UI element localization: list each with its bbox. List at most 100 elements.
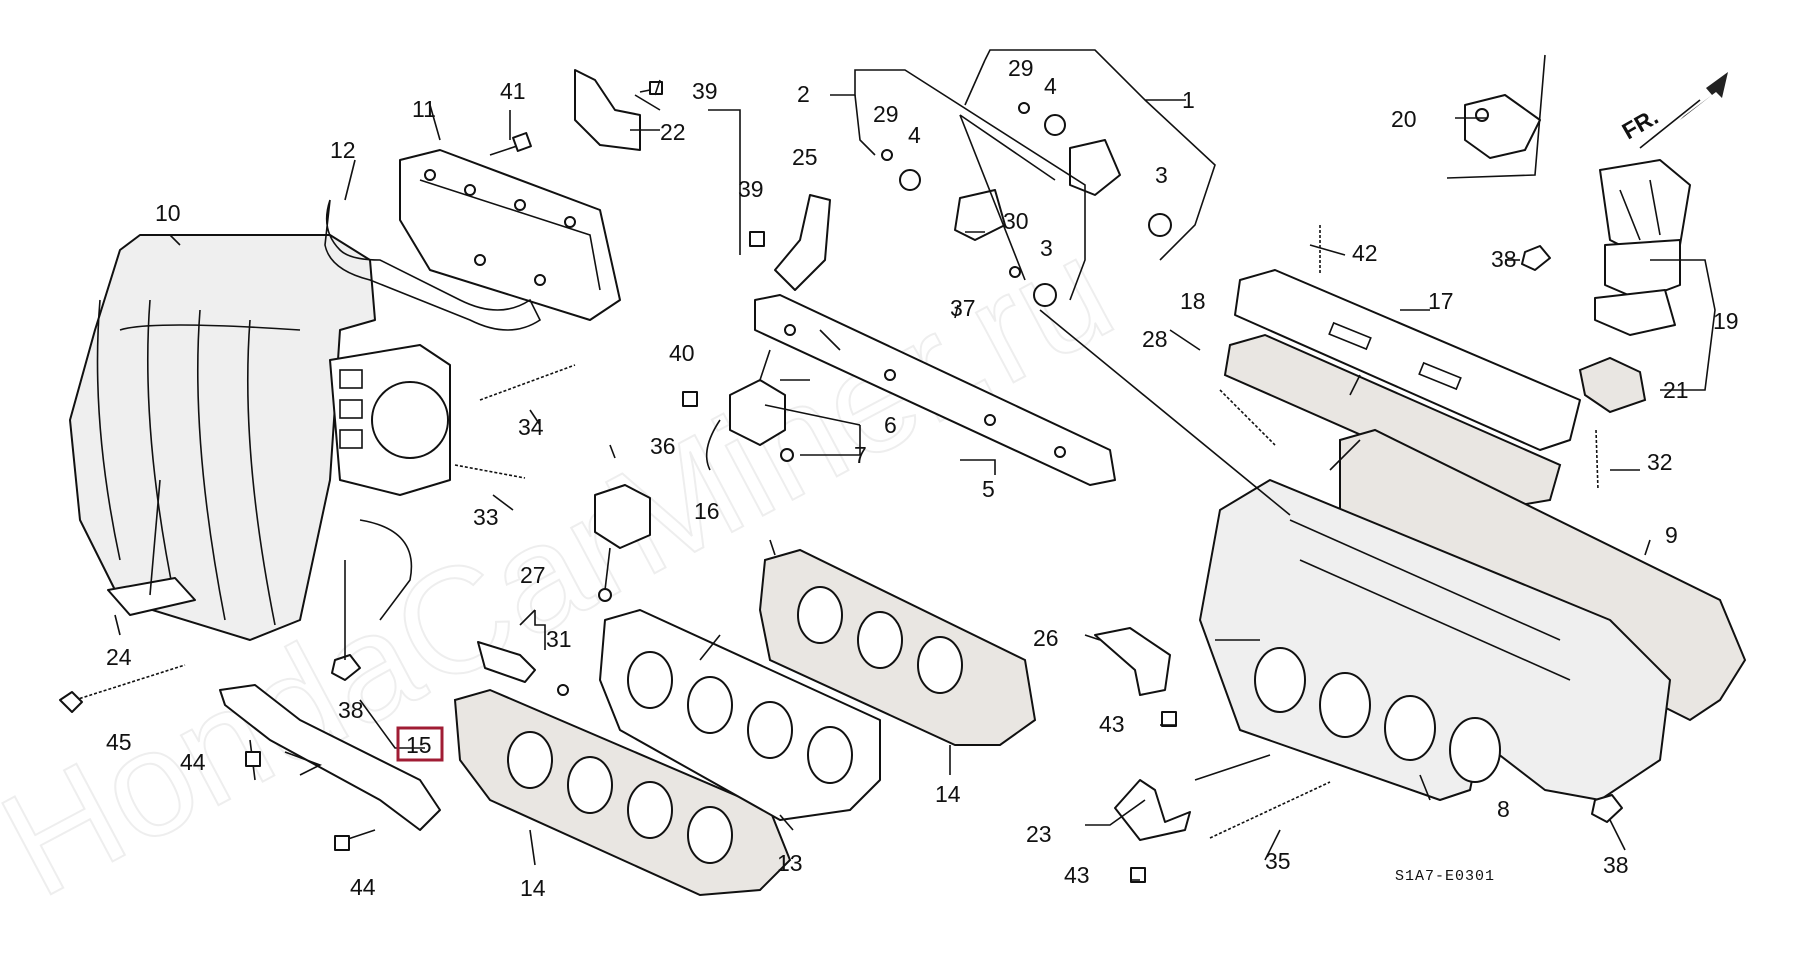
bolt-36 <box>609 444 616 459</box>
callout-4a[interactable]: 4 <box>1044 73 1057 99</box>
callout-17[interactable]: 17 <box>1428 288 1454 314</box>
part-bracket-22 <box>574 69 641 151</box>
callout-3a[interactable]: 3 <box>1155 162 1168 188</box>
callout-43a[interactable]: 43 <box>1099 711 1125 737</box>
callout-35[interactable]: 35 <box>1265 848 1291 874</box>
callout-4b[interactable]: 4 <box>908 122 921 148</box>
callout-28[interactable]: 28 <box>1142 326 1168 352</box>
part-gasket-21 <box>1578 356 1647 414</box>
part-control-valve <box>594 484 651 602</box>
o-ring-7 <box>780 448 794 462</box>
callout-44a[interactable]: 44 <box>180 749 206 775</box>
callout-44b[interactable]: 44 <box>350 874 376 900</box>
callout-14a[interactable]: 14 <box>520 875 546 901</box>
callout-11[interactable]: 11 <box>412 96 436 122</box>
part-bracket-24 <box>107 577 196 616</box>
callout-20[interactable]: 20 <box>1391 106 1417 132</box>
part-injectors <box>881 102 1172 307</box>
callout-39b[interactable]: 39 <box>738 176 764 202</box>
highlight-box-15 <box>396 726 444 762</box>
callout-25[interactable]: 25 <box>792 144 818 170</box>
callout-3b[interactable]: 3 <box>1040 235 1053 261</box>
diagram-code: S1A7-E0301 <box>1395 868 1495 885</box>
bolt-41 <box>489 132 532 156</box>
callout-labels: 1 2 3 3 4 4 5 6 7 8 9 10 11 12 13 14 14 … <box>106 55 1739 901</box>
callout-22[interactable]: 22 <box>660 119 686 145</box>
callout-31[interactable]: 31 <box>546 626 572 652</box>
callout-12[interactable]: 12 <box>330 137 356 163</box>
stud-35 <box>1209 781 1331 839</box>
bolt-43-a <box>1161 711 1177 727</box>
leader-lines <box>114 49 1716 881</box>
callout-23[interactable]: 23 <box>1026 821 1052 847</box>
callout-14b[interactable]: 14 <box>935 781 961 807</box>
part-gasket-14-left <box>453 688 792 897</box>
callout-16[interactable]: 16 <box>694 498 720 524</box>
bolt-45 <box>59 664 186 713</box>
callout-29b[interactable]: 29 <box>873 101 899 127</box>
callout-8[interactable]: 8 <box>1497 796 1510 822</box>
callout-21[interactable]: 21 <box>1663 377 1689 403</box>
callout-10[interactable]: 10 <box>155 200 181 226</box>
part-17 <box>1234 269 1581 451</box>
callout-30[interactable]: 30 <box>1003 208 1029 234</box>
part-sensor-27 <box>477 641 569 696</box>
callout-33[interactable]: 33 <box>473 504 499 530</box>
callout-18[interactable]: 18 <box>1180 288 1206 314</box>
bolt-28 <box>1219 389 1276 446</box>
cover-20-hole <box>1475 108 1489 122</box>
callout-27[interactable]: 27 <box>520 562 546 588</box>
part-cover-and-gasket <box>324 149 621 331</box>
callout-5[interactable]: 5 <box>982 476 995 502</box>
bolt-40 <box>682 391 698 407</box>
part-bracket-25 <box>774 194 831 291</box>
callout-41[interactable]: 41 <box>500 78 526 104</box>
callout-2[interactable]: 2 <box>797 81 810 107</box>
part-insulator-13 <box>599 609 881 821</box>
part-stay-15 <box>219 684 441 831</box>
callout-26[interactable]: 26 <box>1033 625 1059 651</box>
part-egr-valve <box>1594 159 1691 336</box>
callout-24[interactable]: 24 <box>106 644 132 670</box>
callout-19[interactable]: 19 <box>1713 308 1739 334</box>
part-fuel-rail <box>754 294 1116 486</box>
callout-13[interactable]: 13 <box>777 850 803 876</box>
callout-37[interactable]: 37 <box>950 295 976 321</box>
stud-32 <box>1595 429 1599 491</box>
stud-33 <box>454 464 526 479</box>
callout-29a[interactable]: 29 <box>1008 55 1034 81</box>
callout-1[interactable]: 1 <box>1182 87 1195 113</box>
callout-43b[interactable]: 43 <box>1064 862 1090 888</box>
callout-38b[interactable]: 38 <box>338 697 364 723</box>
callout-42[interactable]: 42 <box>1352 240 1378 266</box>
stud-34 <box>479 364 576 401</box>
nut-38-left <box>331 654 361 681</box>
callout-36[interactable]: 36 <box>650 433 676 459</box>
part-gasket-18 <box>1223 333 1562 507</box>
bolt-43-b <box>1130 867 1146 883</box>
bolt-44-b <box>334 829 376 851</box>
bolt-39-mid <box>749 231 765 247</box>
part-bracket-23 <box>1114 779 1191 841</box>
part-intake-manifold <box>1199 479 1671 801</box>
callout-38a[interactable]: 38 <box>1491 246 1517 272</box>
nut-38-top <box>1521 245 1551 271</box>
front-direction-arrow: FR. <box>1618 72 1728 149</box>
cover-20-frame <box>1446 54 1546 179</box>
callout-39a[interactable]: 39 <box>692 78 718 104</box>
nut-38-right <box>1591 794 1623 823</box>
part-gasket-14-right <box>758 548 1037 746</box>
front-direction-label: FR. <box>1618 103 1663 144</box>
part-bracket-26 <box>1094 627 1171 696</box>
callout-32[interactable]: 32 <box>1647 449 1673 475</box>
callout-34[interactable]: 34 <box>518 414 544 440</box>
callout-15[interactable]: 15 <box>406 732 432 758</box>
callout-45[interactable]: 45 <box>106 729 132 755</box>
callout-40[interactable]: 40 <box>669 340 695 366</box>
callout-38c[interactable]: 38 <box>1603 852 1629 878</box>
part-cover-20 <box>1464 94 1541 159</box>
callout-6[interactable]: 6 <box>884 412 897 438</box>
callout-7[interactable]: 7 <box>854 442 867 468</box>
callout-9[interactable]: 9 <box>1665 522 1678 548</box>
